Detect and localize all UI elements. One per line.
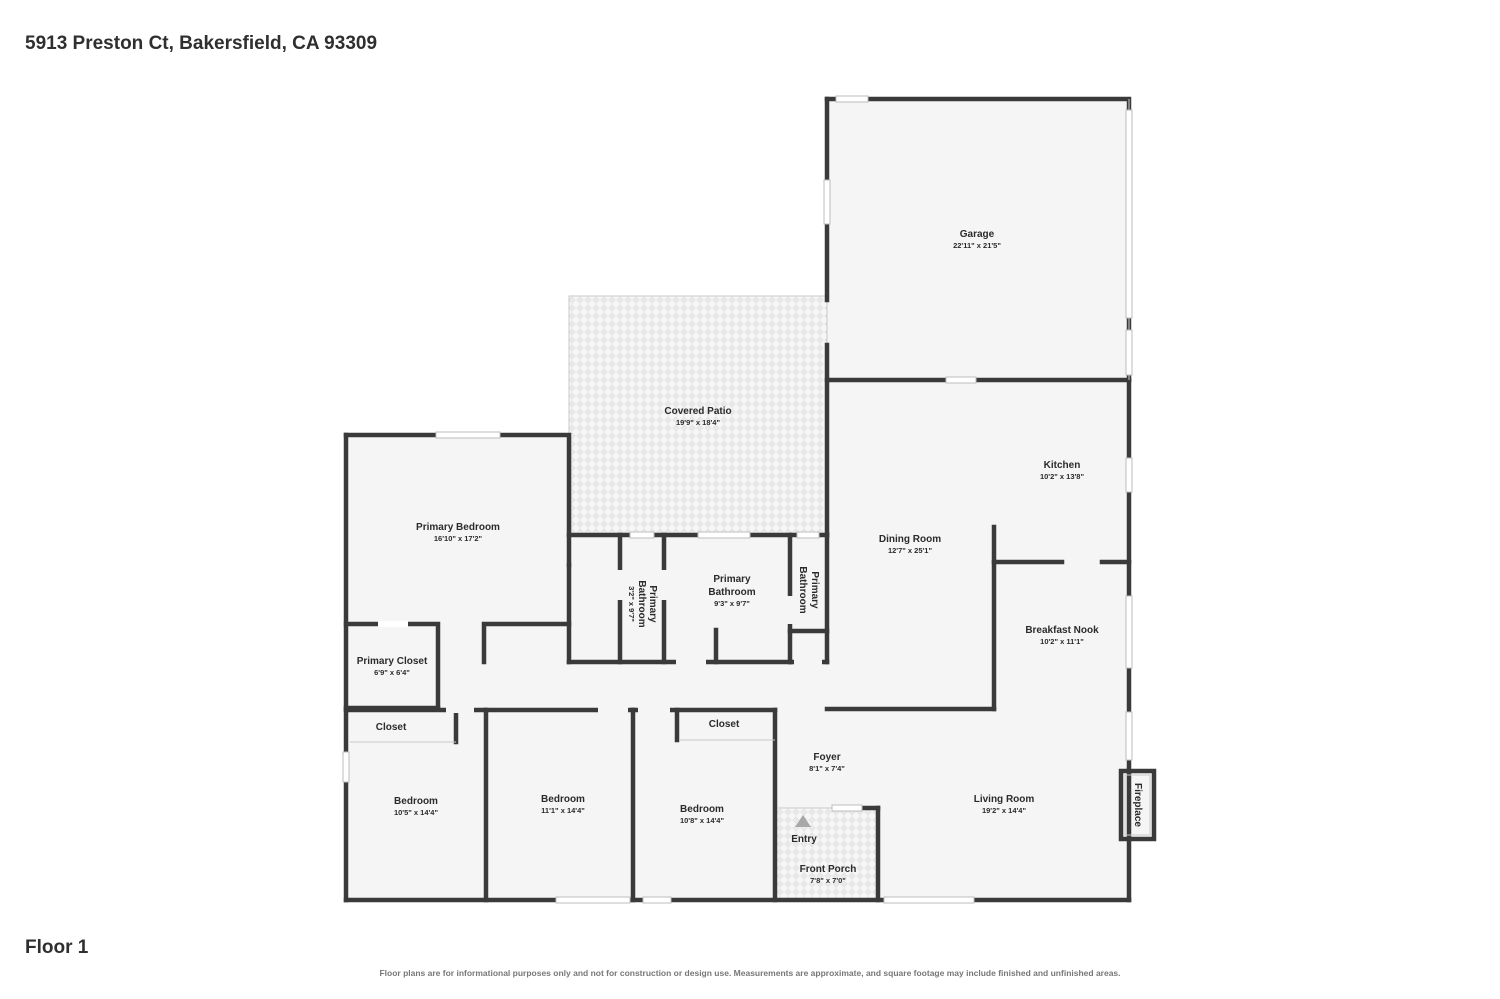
primary-bathroom-narrow-label-1: Primary [809, 571, 820, 609]
primary-closet-dims: 6'9" x 6'4" [374, 668, 410, 677]
covered-patio-floor [569, 296, 827, 535]
window [1125, 329, 1133, 376]
garage-floor [827, 99, 1129, 380]
breakfast-nook-dims: 10'2" x 11'1" [1040, 637, 1084, 646]
kitchen-label: Kitchen [1044, 460, 1081, 471]
breakfast-nook-label: Breakfast Nook [1025, 625, 1099, 636]
fireplace-box [1118, 768, 1157, 842]
window [945, 376, 977, 384]
dining-room-dims: 12'7" x 25'1" [888, 546, 932, 555]
primary-bedroom-label: Primary Bedroom [416, 522, 500, 533]
living-room-dims: 19'2" x 14'4" [982, 806, 1026, 815]
covered-patio-label: Covered Patio [664, 406, 731, 417]
front-porch-dims: 7'8" x 7'0" [810, 876, 846, 885]
bedroom-2-label: Bedroom [541, 794, 585, 805]
primary-bathroom-small-label-2: Bathroom [636, 580, 647, 627]
window [831, 804, 863, 812]
window [1125, 109, 1133, 319]
bedroom-3-label: Bedroom [680, 804, 724, 815]
floor-fills [346, 99, 1154, 900]
dining-room-label: Dining Room [879, 534, 941, 545]
foyer-label: Foyer [813, 752, 840, 763]
window [1125, 595, 1133, 669]
garage-label: Garage [960, 229, 995, 240]
entry-arrow-icon [795, 815, 811, 827]
window [629, 531, 655, 539]
bedroom-2-dims: 11'1" x 14'4" [541, 806, 585, 815]
front-porch-label: Front Porch [800, 864, 857, 875]
front-porch-floor [777, 808, 878, 900]
bedroom-1-dims: 10'5" x 14'4" [394, 808, 438, 817]
primary-bathroom-narrow-label-2: Bathroom [797, 566, 808, 613]
floor-label: Floor 1 [25, 937, 89, 958]
garage-dims: 22'11" x 21'5" [953, 241, 1001, 250]
primary-bathroom-small-label-1: Primary [647, 585, 658, 623]
primary-bedroom-dims: 16'10" x 17'2" [434, 534, 483, 543]
windows [342, 95, 1133, 904]
primary-bathroom-dims: 9'3" x 9'7" [714, 599, 750, 608]
entry-label: Entry [791, 834, 817, 845]
closet-right-label: Closet [709, 719, 740, 730]
disclaimer: Floor plans are for informational purpos… [379, 968, 1121, 978]
window [1125, 711, 1133, 761]
fireplace-label: Fireplace [1132, 783, 1143, 827]
window [555, 896, 631, 904]
living-room-label: Living Room [974, 794, 1035, 805]
primary-bathroom-label-1: Primary [713, 574, 751, 585]
primary-closet-label: Primary Closet [357, 656, 428, 667]
window [342, 751, 350, 783]
primary-bathroom-small-dims: 3'2" x 9'7" [627, 586, 636, 622]
window [435, 431, 501, 439]
window [642, 896, 672, 904]
window [1125, 457, 1133, 493]
covered-patio-dims: 19'9" x 18'4" [676, 418, 720, 427]
bedroom-3-dims: 10'8" x 14'4" [680, 816, 724, 825]
window [835, 95, 869, 103]
foyer-dims: 8'1" x 7'4" [809, 764, 845, 773]
primary-bathroom-label-2: Bathroom [708, 587, 755, 598]
kitchen-dims: 10'2" x 13'8" [1040, 472, 1084, 481]
window [697, 531, 751, 539]
room-labels: Garage 22'11" x 21'5" Covered Patio 19'9… [357, 229, 1143, 885]
fireplace-floor [1121, 771, 1154, 839]
window [823, 179, 831, 225]
door-openings [378, 570, 822, 713]
window [796, 531, 820, 539]
bedroom-1-label: Bedroom [394, 796, 438, 807]
closet-left-label: Closet [376, 722, 407, 733]
page-title: 5913 Preston Ct, Bakersfield, CA 93309 [25, 33, 378, 54]
window [883, 896, 975, 904]
